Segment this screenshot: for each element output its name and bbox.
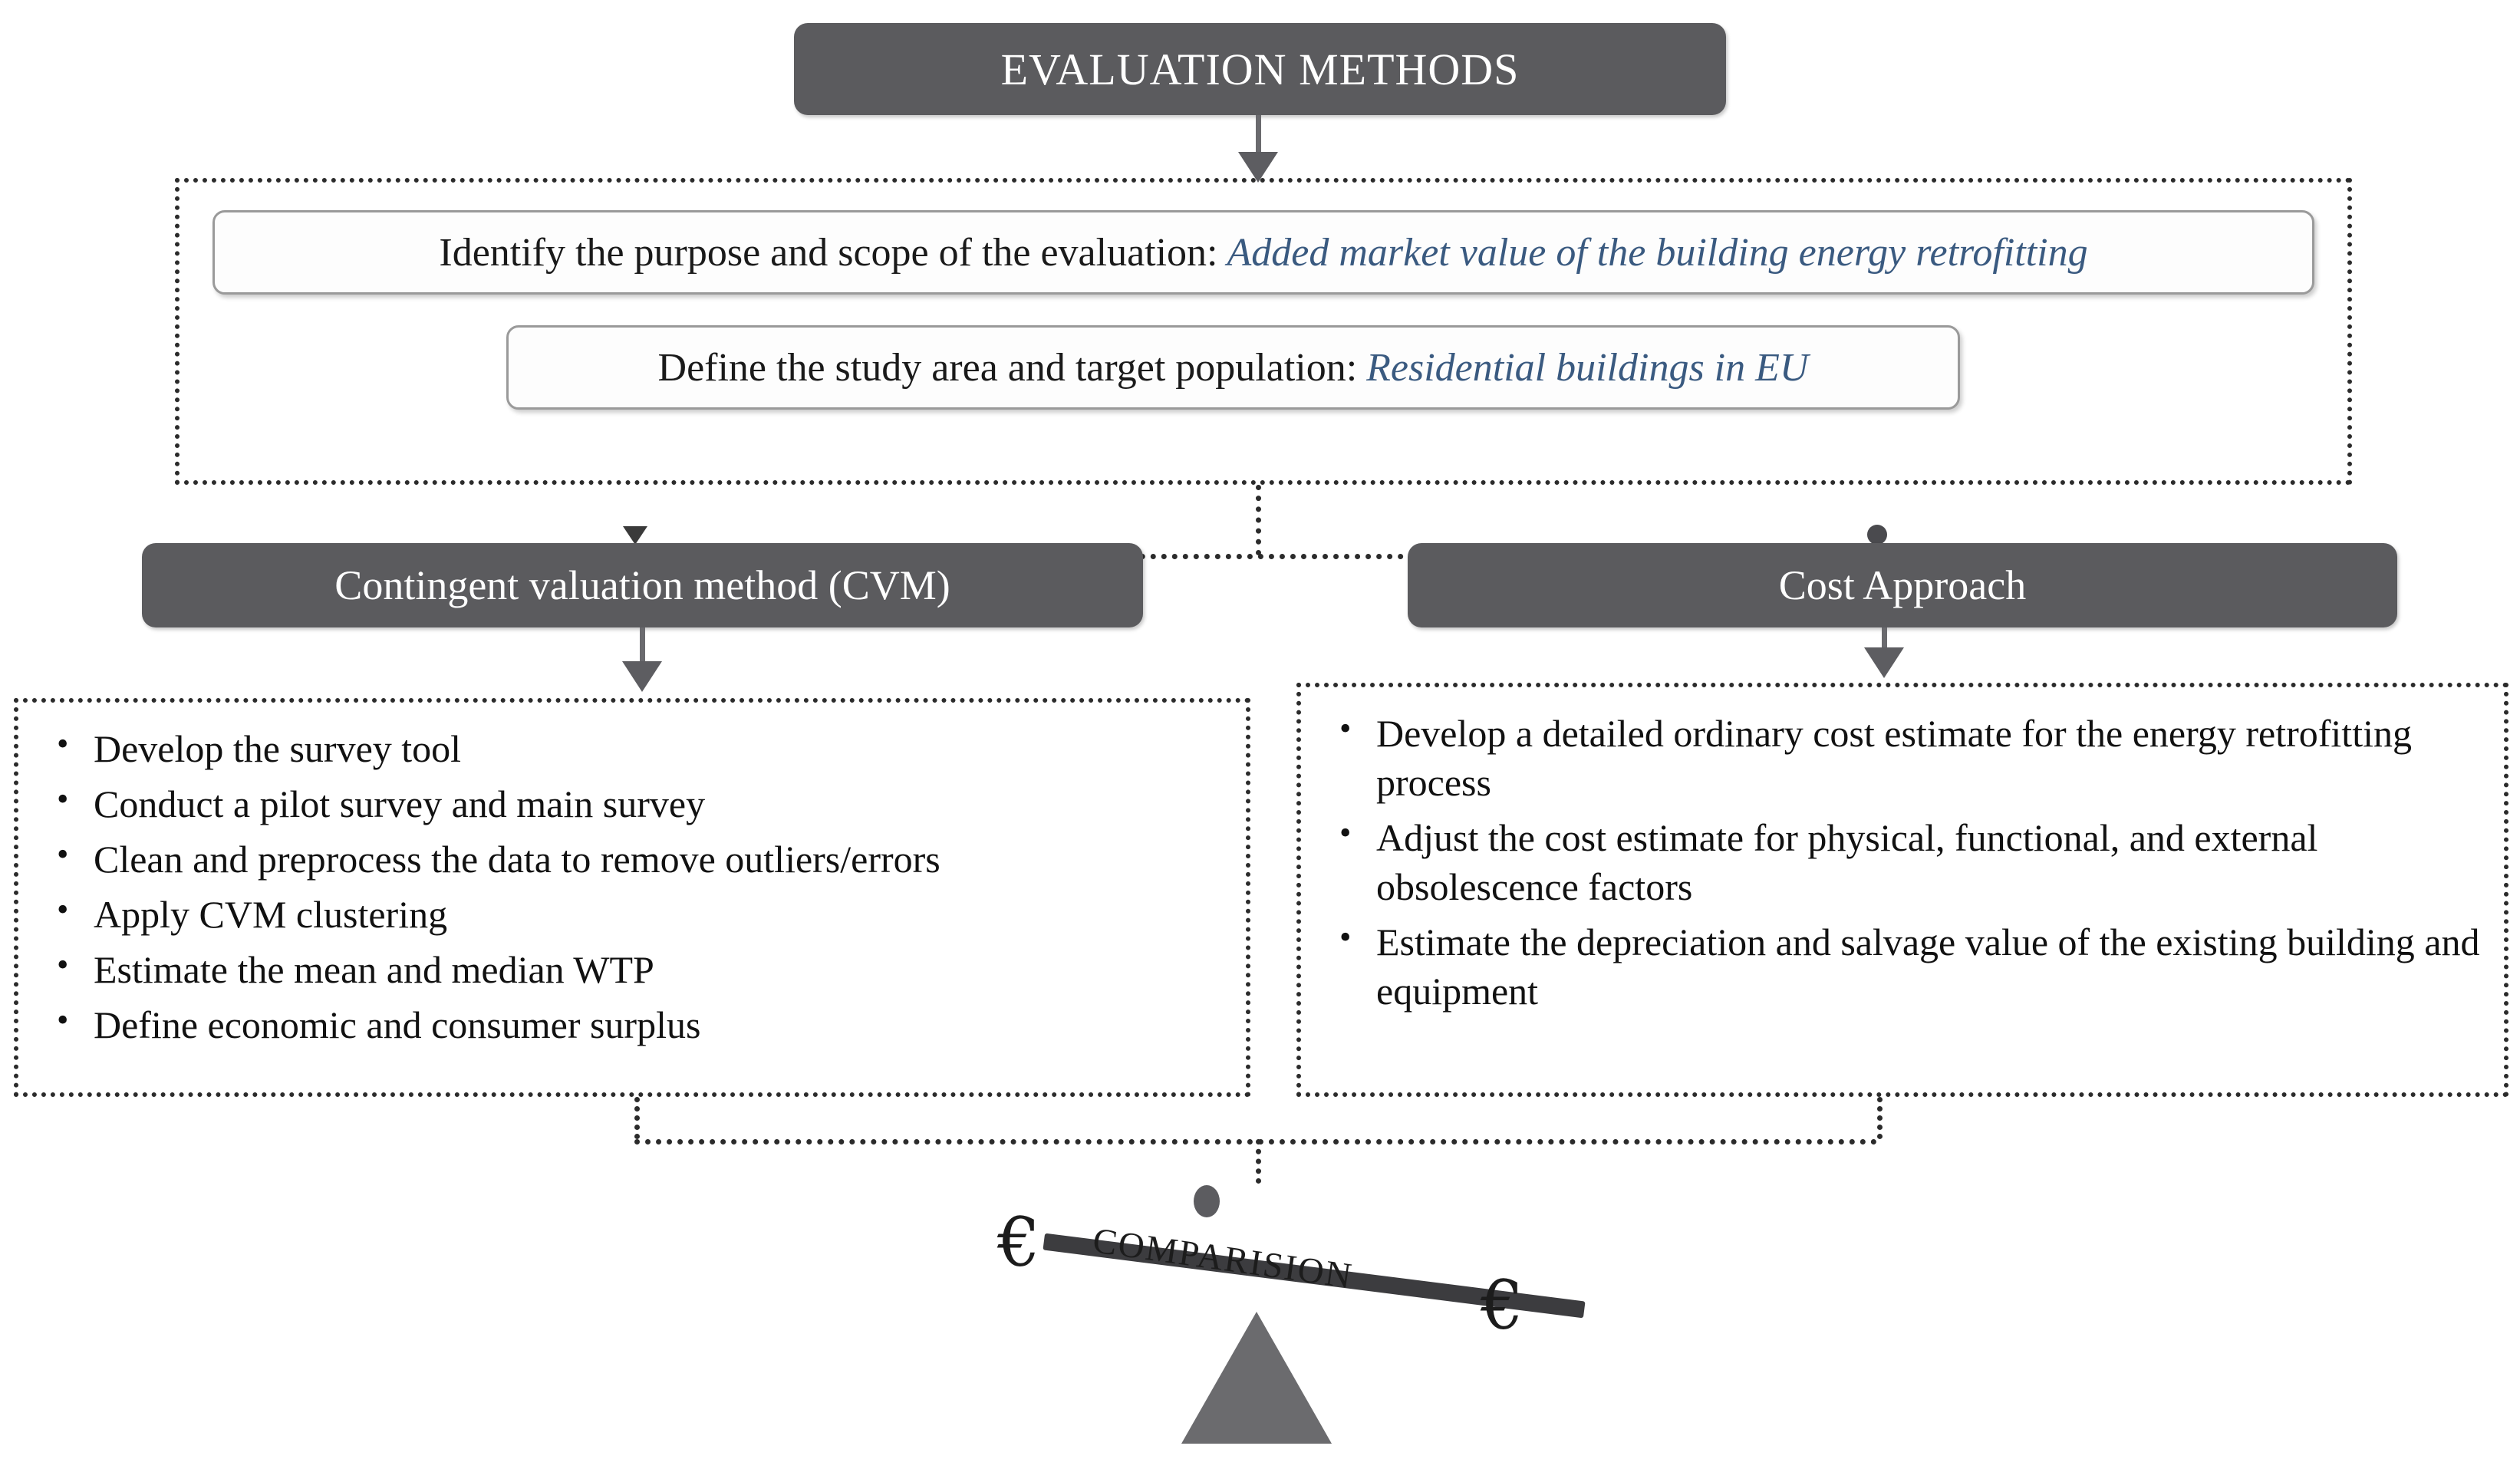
purpose-label: Identify the purpose and scope of the ev… bbox=[439, 230, 1218, 275]
cvm-to-steps-connector-line bbox=[640, 627, 645, 675]
list-item: Conduct a pilot survey and main survey bbox=[46, 778, 1230, 828]
purpose-value: Added market value of the building energ… bbox=[1227, 230, 2088, 275]
method-header-cost-approach: Cost Approach bbox=[1408, 543, 2397, 627]
scope-to-cvm-arrowhead bbox=[623, 526, 647, 545]
study-area-and-population-box: Define the study area and target populat… bbox=[506, 325, 1960, 410]
cost-approach-steps-box: Develop a detailed ordinary cost estimat… bbox=[1296, 683, 2508, 1097]
cost-to-steps-connector-line bbox=[1882, 627, 1887, 661]
list-item: Estimate the depreciation and salvage va… bbox=[1329, 916, 2489, 1016]
scope-split-stem bbox=[1256, 485, 1261, 555]
purpose-and-scope-box: Identify the purpose and scope of the ev… bbox=[212, 210, 2314, 295]
cvm-to-steps-arrowhead bbox=[622, 661, 662, 692]
cvm-steps-box: Develop the survey tool Conduct a pilot … bbox=[14, 698, 1250, 1097]
cost-to-steps-arrowhead bbox=[1864, 647, 1904, 678]
list-item: Define economic and consumer surplus bbox=[46, 999, 1230, 1049]
scope-to-cost-endpoint-dot bbox=[1867, 525, 1887, 545]
cost-steps-merge-connector bbox=[1877, 1097, 1883, 1139]
list-item: Estimate the mean and median WTP bbox=[46, 944, 1230, 994]
title-to-scope-arrowhead bbox=[1238, 152, 1278, 183]
comparison-label: COMPARISION bbox=[1090, 1220, 1356, 1297]
cost-header-label: Cost Approach bbox=[1778, 562, 2027, 608]
euro-symbol-left-icon: € bbox=[997, 1203, 1040, 1282]
balance-fulcrum-triangle-icon bbox=[1181, 1312, 1332, 1444]
scope-definition-group bbox=[175, 178, 2352, 485]
list-item: Develop the survey tool bbox=[46, 723, 1230, 773]
study-area-label: Define the study area and target populat… bbox=[657, 345, 1358, 390]
cvm-steps-list: Develop the survey tool Conduct a pilot … bbox=[46, 723, 1230, 1049]
method-header-cvm: Contingent valuation method (CVM) bbox=[142, 543, 1143, 627]
evaluation-methods-title-box: EVALUATION METHODS bbox=[794, 23, 1726, 115]
euro-symbol-right-icon: € bbox=[1481, 1266, 1524, 1345]
cvm-header-label: Contingent valuation method (CVM) bbox=[334, 562, 950, 608]
study-area-value: Residential buildings in EU bbox=[1366, 345, 1809, 390]
cvm-steps-merge-connector bbox=[634, 1097, 640, 1139]
list-item: Adjust the cost estimate for physical, f… bbox=[1329, 812, 2489, 911]
list-item: Apply CVM clustering bbox=[46, 888, 1230, 939]
list-item: Develop a detailed ordinary cost estimat… bbox=[1329, 707, 2489, 807]
title-to-scope-connector-line bbox=[1256, 115, 1261, 166]
scope-split-bar bbox=[634, 554, 1877, 559]
balance-pivot-dot-icon bbox=[1194, 1185, 1220, 1217]
list-item: Clean and preprocess the data to remove … bbox=[46, 833, 1230, 884]
page-title: EVALUATION METHODS bbox=[1000, 44, 1520, 94]
merge-to-comparison-connector bbox=[1256, 1139, 1261, 1184]
cost-approach-steps-list: Develop a detailed ordinary cost estimat… bbox=[1329, 707, 2489, 1016]
